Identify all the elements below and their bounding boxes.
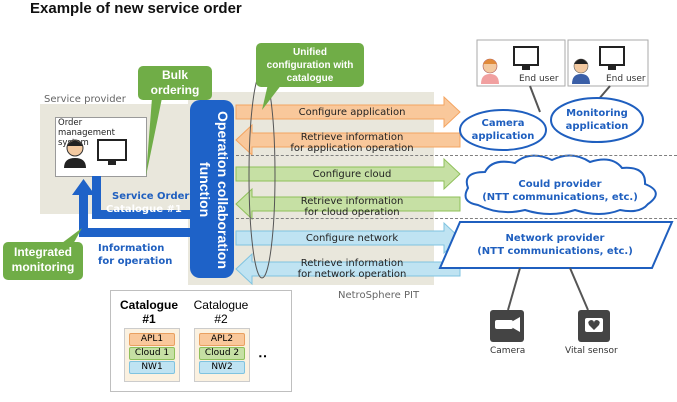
catalogue-2-apl: APL2 — [199, 333, 245, 346]
operator-icon — [64, 139, 86, 168]
label-retrieve-application-1: Retrieve information — [300, 132, 404, 143]
catalogue-1-line1: Catalogue — [119, 298, 178, 312]
catalogue-1-apl: APL1 — [129, 333, 175, 346]
information-arrow — [72, 179, 190, 237]
ocf-label-line2: function — [197, 162, 213, 218]
vital-sensor-label: Vital sensor — [565, 346, 618, 356]
label-retrieve-network-1: Retrieve information — [300, 258, 404, 269]
integrated-callout-tail — [58, 228, 82, 246]
catalogue-more: ‥ — [258, 344, 268, 360]
information-label: Information for operation — [98, 242, 188, 268]
separator-2 — [236, 218, 677, 219]
catalogue-2-nw: NW2 — [199, 361, 245, 374]
catalogue-2-line1: Catalogue — [193, 298, 249, 312]
camera-device-label: Camera — [490, 346, 526, 356]
label-configure-cloud: Configure cloud — [312, 169, 392, 180]
end-user-label-2: End user — [606, 74, 646, 84]
label-retrieve-network-2: for network operation — [297, 269, 407, 280]
monitoring-app-line2: application — [565, 121, 629, 132]
label-configure-application: Configure application — [298, 107, 406, 118]
monitoring-app-line1: Monitoring — [566, 108, 628, 119]
camera-application-label: Camera application — [463, 117, 543, 143]
cloud-provider-line1: Could provider — [518, 179, 602, 190]
label-retrieve-network: Retrieve information for network operati… — [262, 258, 442, 280]
camera-app-line2: application — [471, 131, 535, 142]
label-retrieve-application: Retrieve information for application ope… — [262, 132, 442, 154]
catalogue-1-title: Catalogue #1 — [114, 298, 184, 326]
netrosphere-pit-label: NetroSphere PIT — [338, 290, 420, 301]
vital-sensor-icon — [578, 310, 610, 342]
information-line1: Information — [98, 243, 165, 254]
integrated-monitoring-callout: Integrated monitoring — [3, 242, 83, 280]
computer-icon — [97, 139, 127, 165]
unified-callout-tail — [262, 84, 282, 110]
network-provider-shape — [438, 221, 674, 269]
configure-application-arrow — [235, 95, 461, 129]
network-provider-label: Network provider (NTT communications, et… — [470, 232, 640, 258]
integrated-monitoring-text: Integrated monitoring — [11, 245, 75, 274]
camera-app-line1: Camera — [481, 118, 525, 129]
camera-device-icon — [490, 310, 524, 342]
unified-configuration-callout: Unified configuration with catalogue — [256, 43, 364, 87]
configure-cloud-arrow — [235, 157, 461, 191]
camera-app-ellipse — [459, 109, 547, 151]
retrieve-network-arrow — [235, 252, 461, 286]
operation-collaboration-function: Operation collaboration function — [190, 100, 234, 278]
service-order-line1: Service Order — [112, 191, 190, 202]
service-provider-label: Service provider — [44, 94, 126, 105]
cloud-provider-label: Could provider (NTT communications, etc.… — [480, 178, 640, 204]
end-user-label-1: End user — [519, 74, 559, 84]
catalogue-1-line2: #1 — [142, 312, 156, 326]
monitoring-app-ellipse — [550, 97, 644, 143]
label-retrieve-application-2: for application operation — [290, 143, 414, 154]
label-retrieve-cloud-2: for cloud operation — [304, 207, 400, 218]
retrieve-application-arrow — [235, 123, 461, 157]
service-order-line2: Catalogue #1 — [106, 204, 182, 215]
catalogue-2-line2: #2 — [214, 312, 228, 326]
cloud-provider-shape — [464, 154, 657, 215]
unified-configuration-text: Unified configuration with catalogue — [266, 47, 354, 84]
monitoring-application-label: Monitoring application — [555, 107, 639, 133]
label-retrieve-cloud: Retrieve information for cloud operation — [262, 196, 442, 218]
retrieve-cloud-arrow — [235, 187, 461, 221]
bulk-ordering-callout: Bulk ordering — [138, 66, 212, 100]
ocf-label-line1: Operation collaboration — [215, 111, 231, 269]
service-order-label: Service Order Catalogue #1 — [106, 190, 206, 216]
network-provider-line2: (NTT communications, etc.) — [477, 246, 633, 257]
label-retrieve-cloud-1: Retrieve information — [300, 196, 404, 207]
separator-1 — [236, 155, 677, 156]
catalogue-1-nw: NW1 — [129, 361, 175, 374]
cloud-provider-line2: (NTT communications, etc.) — [482, 192, 638, 203]
label-configure-network: Configure network — [305, 233, 399, 244]
catalogue-2-title: Catalogue #2 — [186, 298, 256, 326]
information-line2: for operation — [98, 256, 173, 267]
bulk-ordering-text: Bulk ordering — [150, 68, 200, 97]
page-title: Example of new service order — [30, 0, 242, 17]
bulk-callout-tail — [146, 98, 162, 176]
ocf-label: Operation collaboration function — [192, 106, 232, 274]
catalogue-2-cloud: Cloud 2 — [199, 347, 245, 360]
network-provider-line1: Network provider — [505, 233, 605, 244]
catalogue-1-cloud: Cloud 1 — [129, 347, 175, 360]
